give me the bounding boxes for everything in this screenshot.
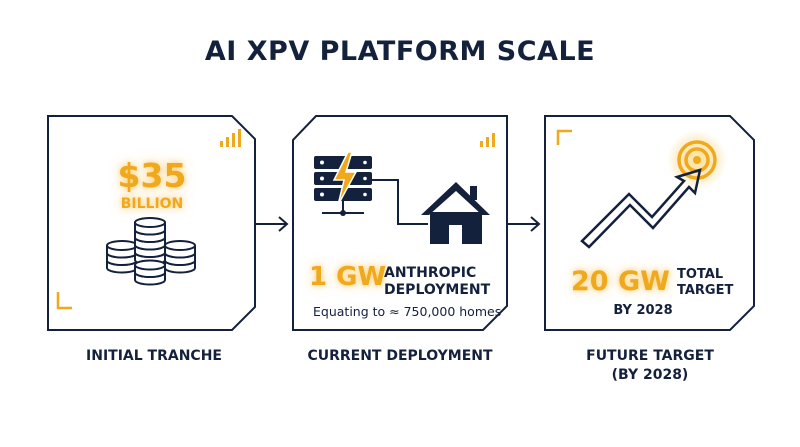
lightning-bolt-icon: [332, 151, 358, 206]
panel-1-amount: $35: [117, 156, 187, 195]
cable-connector: [372, 179, 428, 225]
panel-3-value-label-line1: TOTAL: [677, 267, 724, 282]
coin-top: [106, 240, 138, 251]
house-icon: [421, 182, 490, 244]
panel-1-frame: [47, 115, 256, 331]
panel-2-value-label-line1: ANTHROPIC: [384, 265, 477, 281]
panel-2-label: CURRENT DEPLOYMENT: [307, 348, 493, 364]
coin-top: [164, 240, 196, 251]
panel-3-value-label-line3: BY 2028: [613, 303, 673, 318]
coin-stacks-icon: [106, 217, 196, 286]
panel-3-value-label-line2: TARGET: [677, 283, 734, 298]
panel-2-value: 1 GW: [309, 262, 387, 292]
coin-top: [134, 217, 166, 228]
server-rack-icon: [314, 151, 372, 216]
panel-1-label: INITIAL TRANCHE: [86, 348, 222, 364]
panel-1-unit: BILLION: [120, 196, 184, 212]
panel-3-value: 20 GW: [571, 266, 670, 297]
arrow-icon: [256, 216, 289, 232]
coin-top: [134, 259, 166, 271]
trend-arrow-icon: [580, 168, 702, 249]
arrow-icon: [508, 216, 541, 232]
panel-2-value-label-line2: DEPLOYMENT: [384, 282, 491, 298]
page-title: AI XPV PLATFORM SCALE: [204, 36, 596, 67]
corner-bracket-icon: [56, 292, 72, 310]
panel-3-label-line1: FUTURE TARGET: [586, 348, 714, 364]
panel-3-frame: [544, 115, 755, 331]
signal-bars-icon: [220, 129, 241, 147]
signal-bars-icon: [480, 133, 495, 147]
panel-2-frame: [292, 115, 508, 331]
panel-3-label-line2: (BY 2028): [611, 367, 689, 383]
panel-2-note: Equating to ≈ 750,000 homes: [313, 304, 502, 319]
corner-bracket-icon: [556, 129, 572, 145]
